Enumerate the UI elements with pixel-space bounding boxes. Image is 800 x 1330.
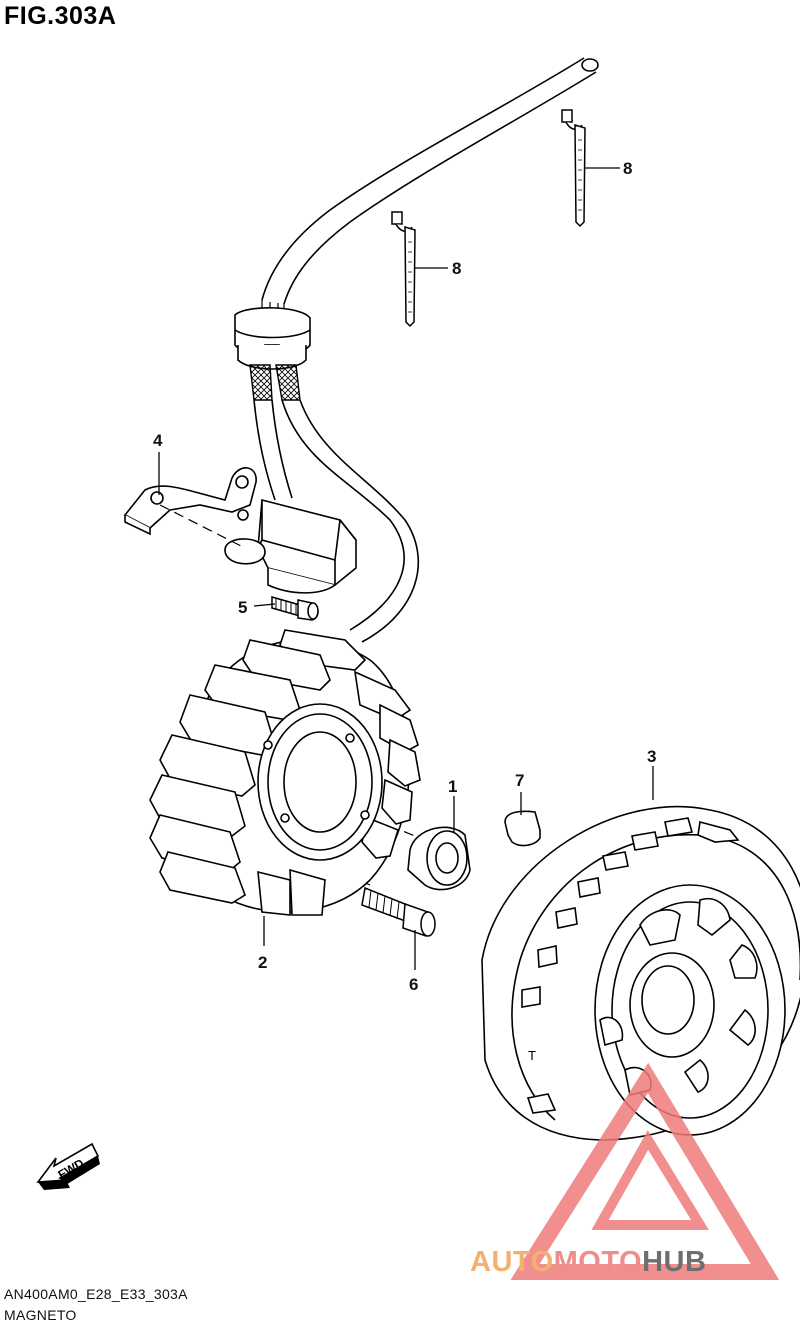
svg-text:T: T <box>528 1048 536 1063</box>
watermark-brand: AUTOMOTOHUB <box>470 1246 706 1279</box>
watermark-brand-auto: AUTO <box>470 1246 554 1278</box>
callout-4: 4 <box>153 431 163 450</box>
stator <box>149 629 421 916</box>
woodruff-key-7 <box>504 810 541 847</box>
callout-1: 1 <box>448 777 457 796</box>
wire-harness <box>261 57 599 328</box>
bracket <box>123 467 257 536</box>
callout-2: 2 <box>258 953 267 972</box>
callout-7: 7 <box>515 771 524 790</box>
callout-8-upper: 8 <box>623 159 632 178</box>
cable-tie-8-lower <box>391 211 416 328</box>
callout-3: 3 <box>647 747 656 766</box>
callout-5: 5 <box>238 598 247 617</box>
figure-title: FIG.303A <box>4 2 117 30</box>
cable-tie-8-upper <box>561 109 586 228</box>
diagram-name: MAGNETO <box>4 1307 77 1323</box>
screw-6 <box>361 886 436 937</box>
diagram-code: AN400AM0_E28_E33_303A <box>4 1286 188 1302</box>
braided-sleeves <box>249 364 301 401</box>
callout-leaders <box>158 167 654 970</box>
callout-8-lower: 8 <box>452 259 461 278</box>
nut-1 <box>407 826 471 891</box>
watermark-brand-hub: HUB <box>642 1246 707 1278</box>
harness-connector <box>234 307 311 370</box>
callout-6: 6 <box>409 975 418 994</box>
watermark-logo-icon <box>510 1062 780 1280</box>
screw-5 <box>271 596 319 621</box>
stator-leads <box>253 399 420 643</box>
pickup-coil <box>224 498 357 594</box>
forward-arrow-icon: FWD <box>36 1142 100 1190</box>
watermark-brand-moto: MOTO <box>553 1246 643 1278</box>
